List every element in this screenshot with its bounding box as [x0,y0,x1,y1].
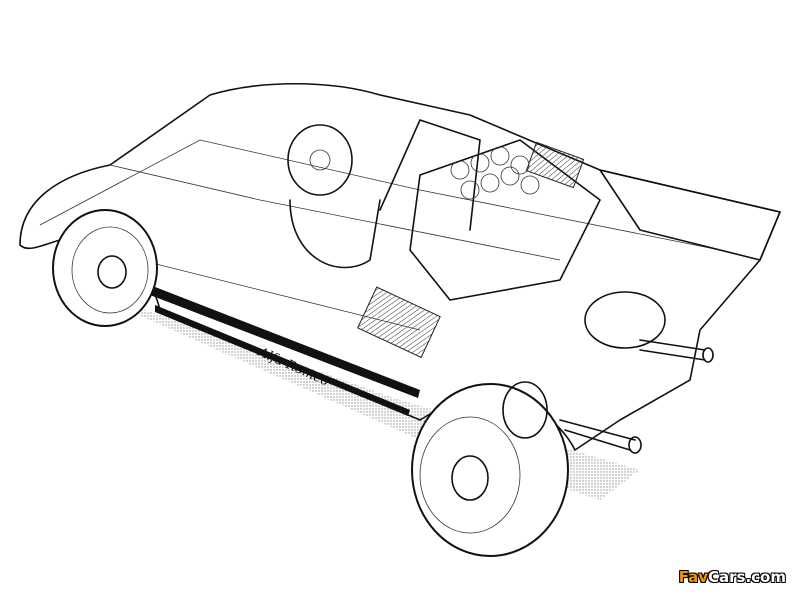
watermark-cars: Cars.com [708,568,786,586]
roll-bar [379,119,481,231]
steering-wheel [287,124,353,196]
exhaust-pipe [639,339,706,361]
rear-wing [599,169,781,261]
intake-trumpets [450,146,540,200]
front-wheel [52,209,158,327]
radiator [357,286,441,359]
rear-wheel [411,381,569,557]
engine-block [409,139,601,301]
favcars-watermark: FavCars.com [679,568,786,586]
watermark-fav: Fav [678,568,709,586]
side-stripe [150,285,420,398]
gearbox [584,291,666,349]
seat [289,199,381,269]
side-radiator [525,141,585,189]
exhaust-pipe [559,419,636,451]
side-stripe [155,305,410,416]
